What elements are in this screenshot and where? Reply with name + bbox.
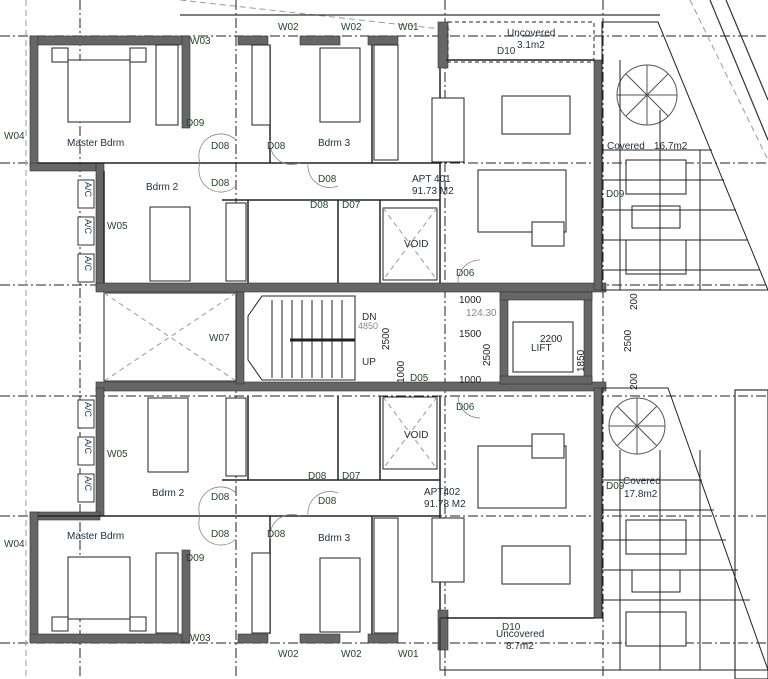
door-tag-d09: D09 (606, 189, 625, 200)
door-tag-d10: D10 (502, 622, 521, 633)
terrace-uncovered-area-402: 8.7m2 (506, 641, 534, 652)
stair-down-label: DN (362, 312, 377, 323)
terrace-uncovered-area-401: 3.1m2 (517, 40, 545, 51)
window-tag-w05: W05 (107, 449, 128, 460)
apartment-name-401: APT 401 (412, 174, 451, 185)
room-label-bdrm-3: Bdrm 3 (318, 533, 351, 544)
dimension-2200: 2200 (540, 334, 563, 345)
dimension-1000: 1000 (459, 375, 482, 386)
dimension-1000: 1000 (459, 295, 482, 306)
stair-length-dimension: 4850 (358, 321, 379, 331)
stair-up-label: UP (362, 357, 376, 368)
door-tag-d07: D07 (342, 200, 361, 211)
terrace-covered-area-401: 16.7m2 (654, 141, 688, 152)
door-tag-d08: D08 (308, 471, 327, 482)
door-tag-d05: D05 (410, 373, 429, 384)
door-tag-d09: D09 (186, 553, 205, 564)
terrace-uncovered-label-401: Uncovered (507, 28, 556, 39)
window-tag-w02: W02 (341, 22, 362, 33)
void-label: VOID (404, 430, 429, 441)
terrace-covered-label-402: Covered (623, 476, 661, 487)
room-label-bdrm-2: Bdrm 2 (146, 182, 179, 193)
room-label-master-bdrm: Master Bdrm (67, 138, 125, 149)
window-tag-w01: W01 (398, 22, 419, 33)
dimension-200: 200 (629, 293, 640, 310)
dimension-2500: 2500 (482, 343, 493, 366)
dimension-2500: 2500 (623, 329, 634, 352)
window-tag-w05: W05 (107, 221, 128, 232)
door-tag-d06: D06 (456, 268, 475, 279)
room-label-bdrm-3: Bdrm 3 (318, 138, 351, 149)
door-tag-d09: D09 (186, 118, 205, 129)
door-tag-d08: D08 (211, 492, 230, 503)
door-tag-d08: D08 (211, 141, 230, 152)
dimension-200: 200 (629, 373, 640, 390)
dimension-1000: 1000 (396, 360, 407, 383)
apartment-area-402: 91.78 M2 (424, 499, 466, 510)
window-tag-w02: W02 (278, 22, 299, 33)
void-label: VOID (404, 239, 429, 250)
ac-unit-label: A/C (83, 182, 93, 198)
door-tag-d07: D07 (342, 471, 361, 482)
terrace-uncovered-label-402: Uncovered (496, 629, 545, 640)
window-tag-w02: W02 (278, 649, 299, 660)
ac-unit-label: A/C (83, 476, 93, 492)
window-tag-w04: W04 (4, 131, 25, 142)
window-tag-w04: W04 (4, 539, 25, 550)
door-tag-d09: D09 (606, 481, 625, 492)
ac-unit-label: A/C (83, 219, 93, 235)
door-tag-d08: D08 (310, 200, 329, 211)
dimension-1850: 1850 (576, 349, 587, 372)
room-label-bdrm-2: Bdrm 2 (152, 488, 185, 499)
window-tag-w01: W01 (398, 649, 419, 660)
window-tag-w03: W03 (190, 36, 211, 47)
window-tag-w02: W02 (341, 649, 362, 660)
door-tag-d08: D08 (318, 496, 337, 507)
ac-unit-label: A/C (83, 402, 93, 418)
door-tag-d06: D06 (456, 402, 475, 413)
window-tag-w07: W07 (209, 333, 230, 344)
terrace-covered-label-401: Covered (607, 141, 645, 152)
terrace-covered-area-402: 17.8m2 (624, 489, 658, 500)
door-tag-d10: D10 (497, 46, 516, 57)
door-tag-d08: D08 (211, 178, 230, 189)
apartment-name-402: APT402 (424, 487, 461, 498)
apartment-area-401: 91.73 M2 (412, 186, 454, 197)
door-tag-d08: D08 (318, 174, 337, 185)
door-tag-d08: D08 (267, 141, 286, 152)
door-tag-d08: D08 (267, 529, 286, 540)
door-tag-d08: D08 (211, 529, 230, 540)
ac-unit-label: A/C (83, 439, 93, 455)
ac-unit-label: A/C (83, 256, 93, 272)
dimension-124-30: 124.30 (466, 308, 497, 319)
room-label-master-bdrm: Master Bdrm (67, 531, 125, 542)
lift-label: LIFT (531, 343, 552, 354)
dimension-1500: 1500 (459, 329, 482, 340)
window-tag-w03: W03 (190, 633, 211, 644)
dimension-2500: 2500 (381, 327, 392, 350)
